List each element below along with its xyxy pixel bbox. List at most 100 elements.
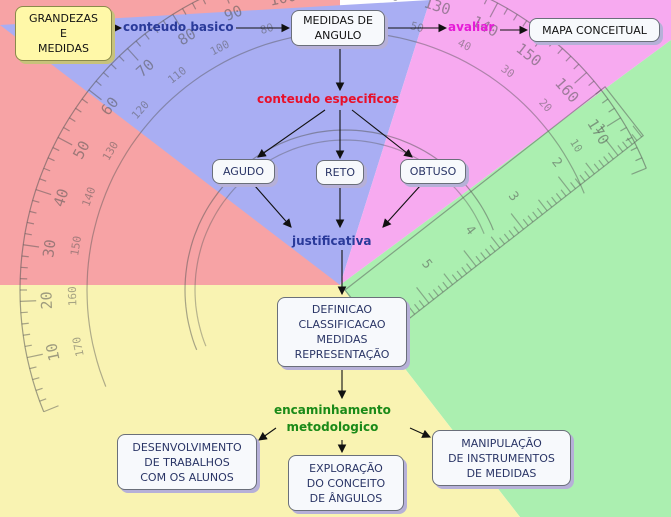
ruler-tick [537, 199, 548, 212]
protractor-outer-number: 10 [42, 341, 63, 362]
ruler-tick [499, 237, 505, 245]
protractor-tick [20, 300, 37, 302]
blue-region [0, 0, 430, 285]
protractor-tick [39, 178, 47, 182]
protractor-tick [608, 107, 615, 113]
node-manipulacao[interactable]: MANIPULAÇÃO DE INSTRUMENTOS DE MEDIDAS [432, 430, 571, 486]
protractor-tick [24, 232, 32, 236]
protractor-tick [24, 344, 32, 348]
protractor-tick [23, 333, 31, 336]
ruler-tick [451, 274, 458, 282]
protractor-inner-number: 160 [66, 286, 79, 306]
ruler-tick [503, 233, 510, 241]
protractor-tick [43, 167, 51, 172]
protractor-tick [32, 377, 40, 381]
arrow-to-manipulacao [409, 427, 432, 438]
protractor-tick [135, 40, 142, 47]
root-node-grandezas-e-medidas[interactable]: GRANDEZAS E MEDIDAS [15, 6, 112, 61]
ruler-tick [442, 281, 449, 289]
node-desenvolvimento[interactable]: DESENVOLVIMENTO DE TRABALHOS COM OS ALUN… [117, 434, 257, 490]
arrow-to-agudo [257, 109, 326, 158]
protractor-tick [489, 2, 499, 18]
protractor-tick [172, 14, 182, 29]
protractor-tick [565, 55, 572, 62]
protractor-tick [103, 72, 110, 78]
green-region [340, 40, 671, 517]
protractor-tick [144, 33, 150, 40]
protractor-tick [625, 136, 633, 142]
protractor-tick [557, 48, 563, 55]
ruler-tick [428, 292, 435, 300]
ruler-tick [570, 181, 576, 190]
protractor-tick [39, 398, 47, 402]
protractor-tick [43, 405, 59, 413]
ruler-tick [522, 218, 529, 226]
node-reto[interactable]: RETO [316, 160, 364, 185]
protractor-inner-number: 150 [68, 235, 84, 257]
ruler-tick [475, 255, 482, 263]
protractor-tick [522, 20, 528, 27]
node-mapa-conceitual[interactable]: MAPA CONCEITUAL [529, 18, 660, 42]
protractor-tick [47, 157, 55, 162]
protractor-inner-number: 50 [409, 19, 425, 35]
protractor-tick [29, 210, 37, 214]
ruler-tick [626, 137, 633, 145]
node-agudo[interactable]: AGUDO [212, 159, 275, 184]
node-obtuso[interactable]: OBTUSO [400, 159, 466, 184]
protractor-outer-number: 110 [321, 0, 349, 1]
ruler-tick [584, 170, 591, 178]
ruler-tick [617, 145, 624, 153]
protractor-tick [191, 2, 197, 10]
arrow-to-obtuso [351, 109, 413, 158]
protractor-tick [635, 157, 643, 162]
protractor-tick [162, 20, 168, 27]
connector-arrows [112, 23, 529, 454]
ruler-tick [461, 266, 468, 274]
arrow-agudo-to-just [254, 185, 292, 228]
ruler-tick [605, 139, 619, 156]
protractor-tick [69, 117, 76, 122]
protractor-tick [127, 48, 139, 61]
protractor-mid-arc [86, 31, 585, 387]
protractor-tick [573, 63, 580, 70]
protractor-tick [88, 89, 102, 101]
protractor-tick [503, 8, 509, 15]
node-medidas-de-angulo[interactable]: MEDIDAS DE ANGULO [291, 10, 385, 46]
protractor-outer-number: 20 [37, 291, 56, 310]
protractor-inner-number: 140 [79, 185, 98, 208]
node-definicao[interactable]: DEFINICAO CLASSIFICACAO MEDIDAS REPRESEN… [277, 297, 407, 367]
protractor-tick [52, 146, 60, 152]
ruler-tick [536, 207, 543, 215]
ruler-tick [414, 303, 420, 311]
protractor-outer-number: 40 [50, 186, 73, 209]
protractor-tick [118, 55, 125, 62]
ruler-tick [532, 211, 539, 219]
protractor-tick [23, 244, 40, 248]
protractor-tick [35, 188, 52, 196]
protractor-tick [588, 80, 595, 87]
protractor-tick [35, 387, 43, 392]
ruler-tick [574, 178, 581, 186]
ruler-tick [551, 196, 558, 204]
ruler-tick [607, 152, 614, 160]
ruler-tick [418, 300, 425, 308]
protractor-tick [110, 63, 117, 70]
ruler-tick [484, 248, 491, 256]
protractor-tick [75, 107, 82, 113]
protractor-outer-number: 120 [372, 0, 401, 5]
ruler-tick [631, 133, 638, 141]
protractor-tick [63, 126, 70, 132]
protractor-outer-number: 30 [39, 238, 59, 258]
link-label-avaliar: avaliar [448, 20, 495, 34]
arrow-to-desenvolvimento [258, 427, 277, 441]
protractor-tick [630, 146, 638, 152]
protractor-inner-number: 80 [259, 21, 275, 37]
protractor-tick [26, 221, 35, 225]
node-exploracao[interactable]: EXPLORAÇÃO DO CONCEITO DE ÂNGULOS [288, 455, 404, 511]
arrow-obtuso-to-just [382, 185, 421, 228]
ruler-tick [593, 163, 600, 171]
protractor-tick [202, 0, 207, 5]
protractor-inner-number: 40 [456, 36, 474, 53]
protractor-tick [483, 0, 488, 5]
ruler-tick [603, 156, 610, 164]
